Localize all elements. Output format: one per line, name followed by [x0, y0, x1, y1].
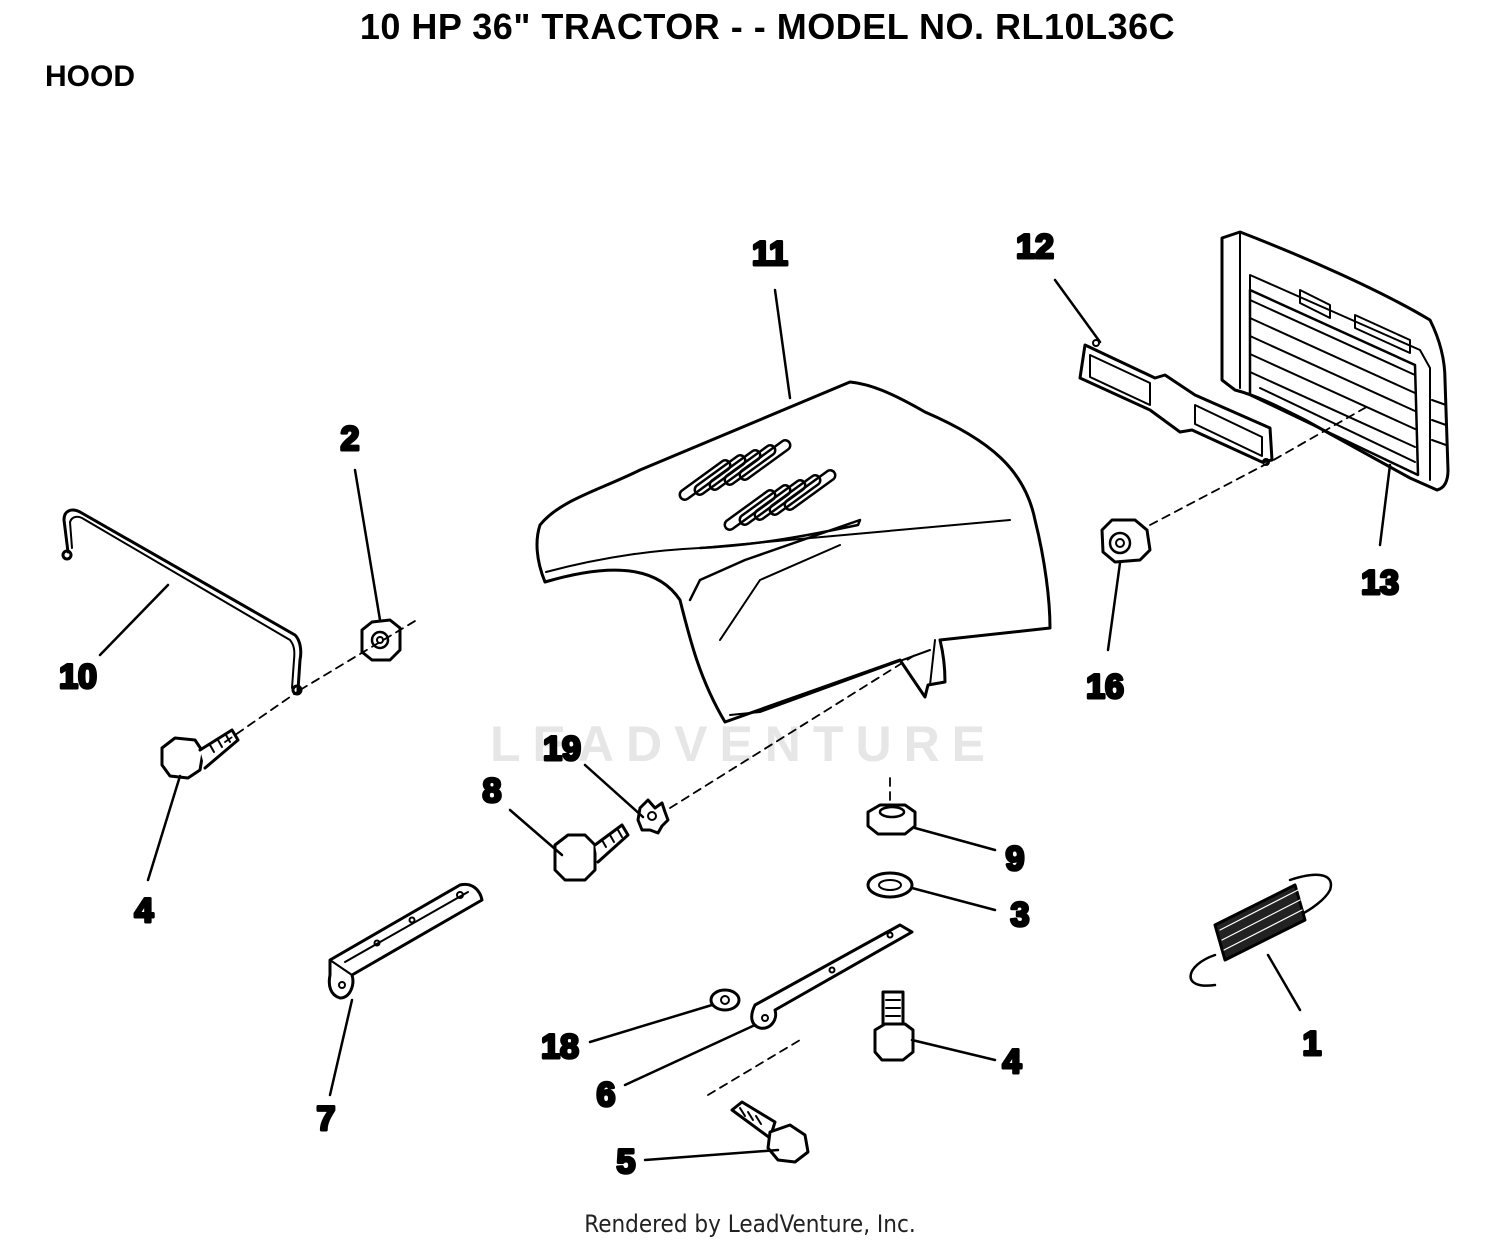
star-washer-part-19[interactable]: [636, 798, 670, 835]
hood-rod-part[interactable]: [61, 508, 303, 696]
callout-5[interactable]: 5: [615, 1142, 637, 1183]
footer-credit: Rendered by LeadVenture, Inc.: [584, 1210, 916, 1238]
callout-1[interactable]: 1: [1301, 1024, 1323, 1065]
grille-bracket-part[interactable]: [1078, 339, 1274, 466]
grille-part[interactable]: [1220, 230, 1450, 492]
callout-4-bottom[interactable]: 4: [1001, 1042, 1023, 1083]
callout-4-left[interactable]: 4: [133, 891, 155, 932]
callout-19[interactable]: 19: [542, 729, 583, 770]
alignment-lines: [224, 404, 1371, 1096]
extension-spring-part-1[interactable]: [1189, 873, 1333, 987]
callout-13[interactable]: 13: [1360, 563, 1401, 604]
callout-9[interactable]: 9: [1004, 839, 1026, 880]
callout-2[interactable]: 2: [339, 419, 361, 460]
washer-part-3[interactable]: [866, 871, 914, 899]
leader-lines: [98, 278, 1392, 1162]
watermark: LEADVENTURE: [490, 716, 998, 772]
nut-part-2[interactable]: [360, 618, 402, 662]
hood-part[interactable]: [535, 380, 1052, 724]
washer-part-18[interactable]: [709, 988, 741, 1012]
callout-7[interactable]: 7: [315, 1099, 337, 1140]
flange-bolt-part-8[interactable]: [553, 823, 630, 882]
callout-11[interactable]: 11: [751, 234, 790, 275]
shoulder-bolt-part-5[interactable]: [730, 1100, 810, 1164]
callout-8[interactable]: 8: [481, 771, 503, 812]
hood-bracket-part-7[interactable]: [327, 882, 484, 1000]
callout-labels: 11 12 13 16 2 10 4 19 8 9 3 4 1 18 6 7 5: [58, 227, 1401, 1183]
callout-16[interactable]: 16: [1085, 667, 1126, 708]
hood-link-part-6[interactable]: [750, 923, 914, 1030]
callout-3[interactable]: 3: [1009, 895, 1031, 936]
callout-12[interactable]: 12: [1015, 227, 1056, 268]
callout-18[interactable]: 18: [540, 1027, 581, 1068]
callout-10[interactable]: 10: [58, 657, 99, 698]
nut-part-9[interactable]: [866, 803, 917, 836]
flange-nut-part-16[interactable]: [1100, 518, 1152, 564]
bolt-part-4-left[interactable]: [160, 728, 240, 780]
callout-6[interactable]: 6: [595, 1075, 617, 1116]
bolt-part-4-bottom[interactable]: [873, 990, 915, 1062]
page-title: 10 HP 36" TRACTOR - - MODEL NO. RL10L36C: [359, 6, 1176, 47]
section-title: HOOD: [45, 60, 135, 93]
